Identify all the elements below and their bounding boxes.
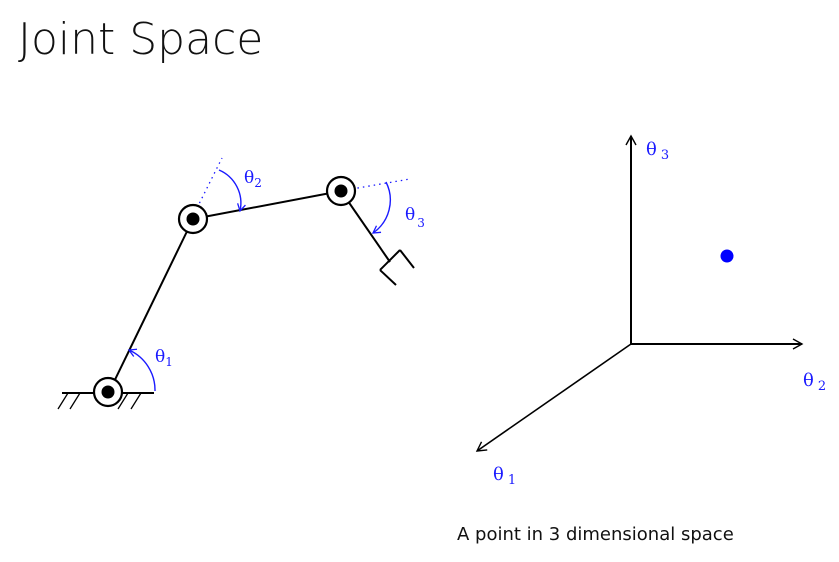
link-2 (192, 190, 342, 220)
theta1-axis (475, 343, 632, 452)
link-1 (108, 218, 194, 393)
link-2-extension (351, 178, 411, 190)
theta1-label: θ1 (155, 347, 173, 369)
theta3-arc (371, 181, 391, 234)
joint-space-point (720, 249, 734, 263)
theta2-label: θ2 (244, 168, 262, 190)
link-1-extension (196, 157, 223, 209)
base-joint-icon (92, 376, 124, 408)
elbow-joint-icon (177, 203, 209, 235)
theta2-arc (218, 169, 246, 213)
figure-caption: A point in 3 dimensional space (457, 524, 734, 545)
gripper-icon (379, 249, 415, 286)
wrist-joint-icon (325, 175, 357, 207)
page-title: Joint Space (18, 14, 264, 65)
theta1-arc (127, 348, 156, 392)
